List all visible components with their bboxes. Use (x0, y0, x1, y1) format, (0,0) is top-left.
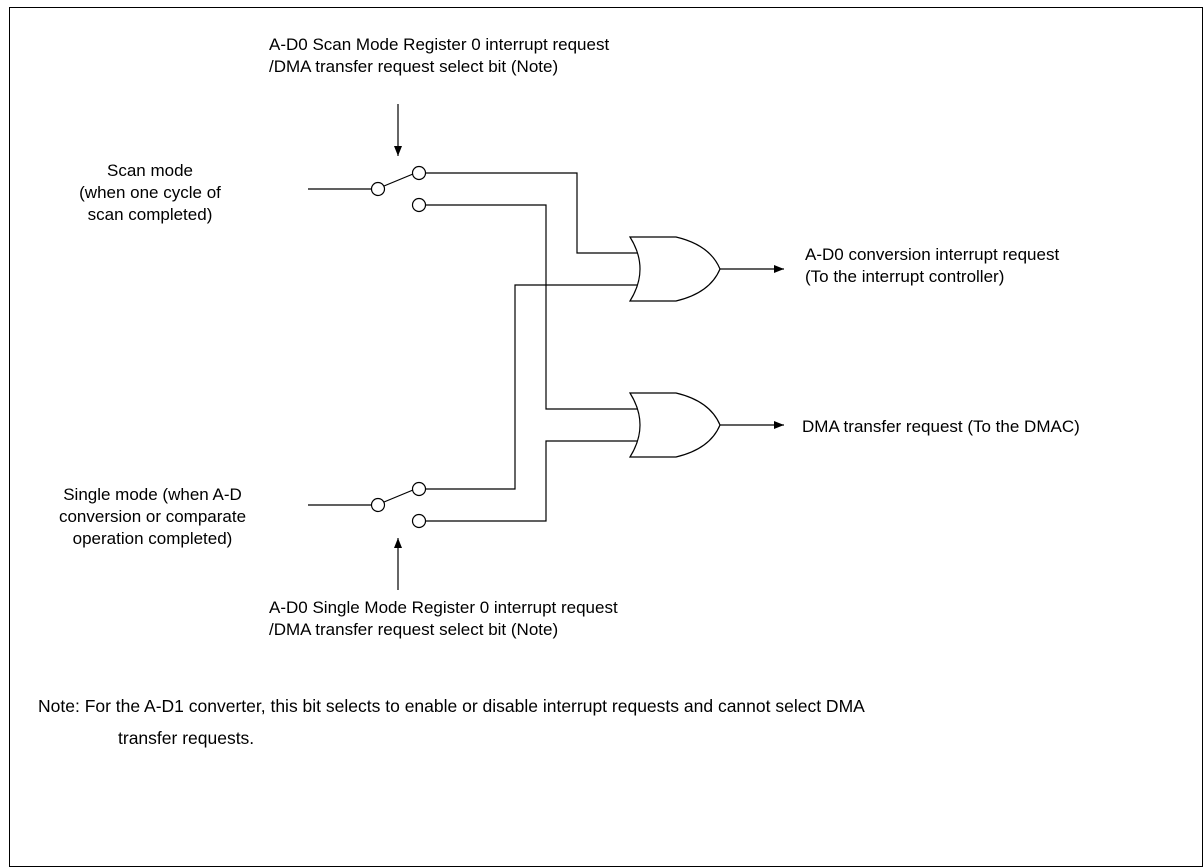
scan-switch-contact-dma (411, 197, 427, 213)
single-mode-input-label-line: conversion or comparate (58, 507, 247, 526)
scan-mode-switch (308, 165, 427, 213)
single-select-bit-label: A-D0 Single Mode Register 0 interrupt re… (269, 597, 618, 641)
single-mode-switch (308, 481, 427, 529)
single-switch-contact-interrupt (411, 481, 427, 497)
or-gate-interrupt (628, 236, 721, 302)
scan-mode-input-label-line: Scan mode (107, 161, 193, 180)
interrupt-output-label-line: (To the interrupt controller) (805, 267, 1005, 286)
scan-mode-input-label-line: scan completed) (87, 205, 213, 224)
wire-scan-to-interrupt-gate (425, 172, 640, 254)
scan-switch-blade (383, 173, 414, 187)
single-switch-contact-dma (411, 513, 427, 529)
scan-switch-contact-interrupt (411, 165, 427, 181)
wire-scan-to-dma-gate (425, 204, 640, 410)
single-select-bit-label-line: A-D0 Single Mode Register 0 interrupt re… (269, 598, 618, 617)
scan-select-bit-label-line: A-D0 Scan Mode Register 0 interrupt requ… (269, 35, 610, 54)
single-mode-input-label-line: operation completed) (72, 529, 233, 548)
or-gate-dma (628, 392, 721, 458)
wire-single-to-dma-gate (425, 440, 640, 522)
interrupt-output-label-line: A-D0 conversion interrupt request (805, 245, 1060, 264)
single-switch-pivot (370, 497, 386, 513)
single-mode-input-label: Single mode (when A-D conversion or comp… (20, 484, 285, 550)
wire-single-to-interrupt-gate (425, 284, 640, 490)
footnote-line-1: Note: For the A-D1 converter, this bit s… (38, 696, 865, 716)
scan-switch-pivot (370, 181, 386, 197)
footnote-line-2: transfer requests. (118, 728, 255, 748)
interrupt-output-label: A-D0 conversion interrupt request (To th… (805, 244, 1059, 288)
dma-output-label: DMA transfer request (To the DMAC) (802, 417, 1080, 436)
scan-select-bit-label: A-D0 Scan Mode Register 0 interrupt requ… (269, 34, 609, 78)
single-select-bit-label-line: /DMA transfer request select bit (Note) (269, 620, 559, 639)
footnote: Note: For the A-D1 converter, this bit s… (38, 690, 1188, 754)
single-mode-input-label-line: Single mode (when A-D (63, 485, 242, 504)
scan-select-bit-label-line: /DMA transfer request select bit (Note) (269, 57, 559, 76)
single-switch-blade (383, 489, 414, 503)
scan-mode-input-label-line: (when one cycle of (79, 183, 221, 202)
scan-mode-input-label: Scan mode (when one cycle of scan comple… (30, 160, 270, 226)
